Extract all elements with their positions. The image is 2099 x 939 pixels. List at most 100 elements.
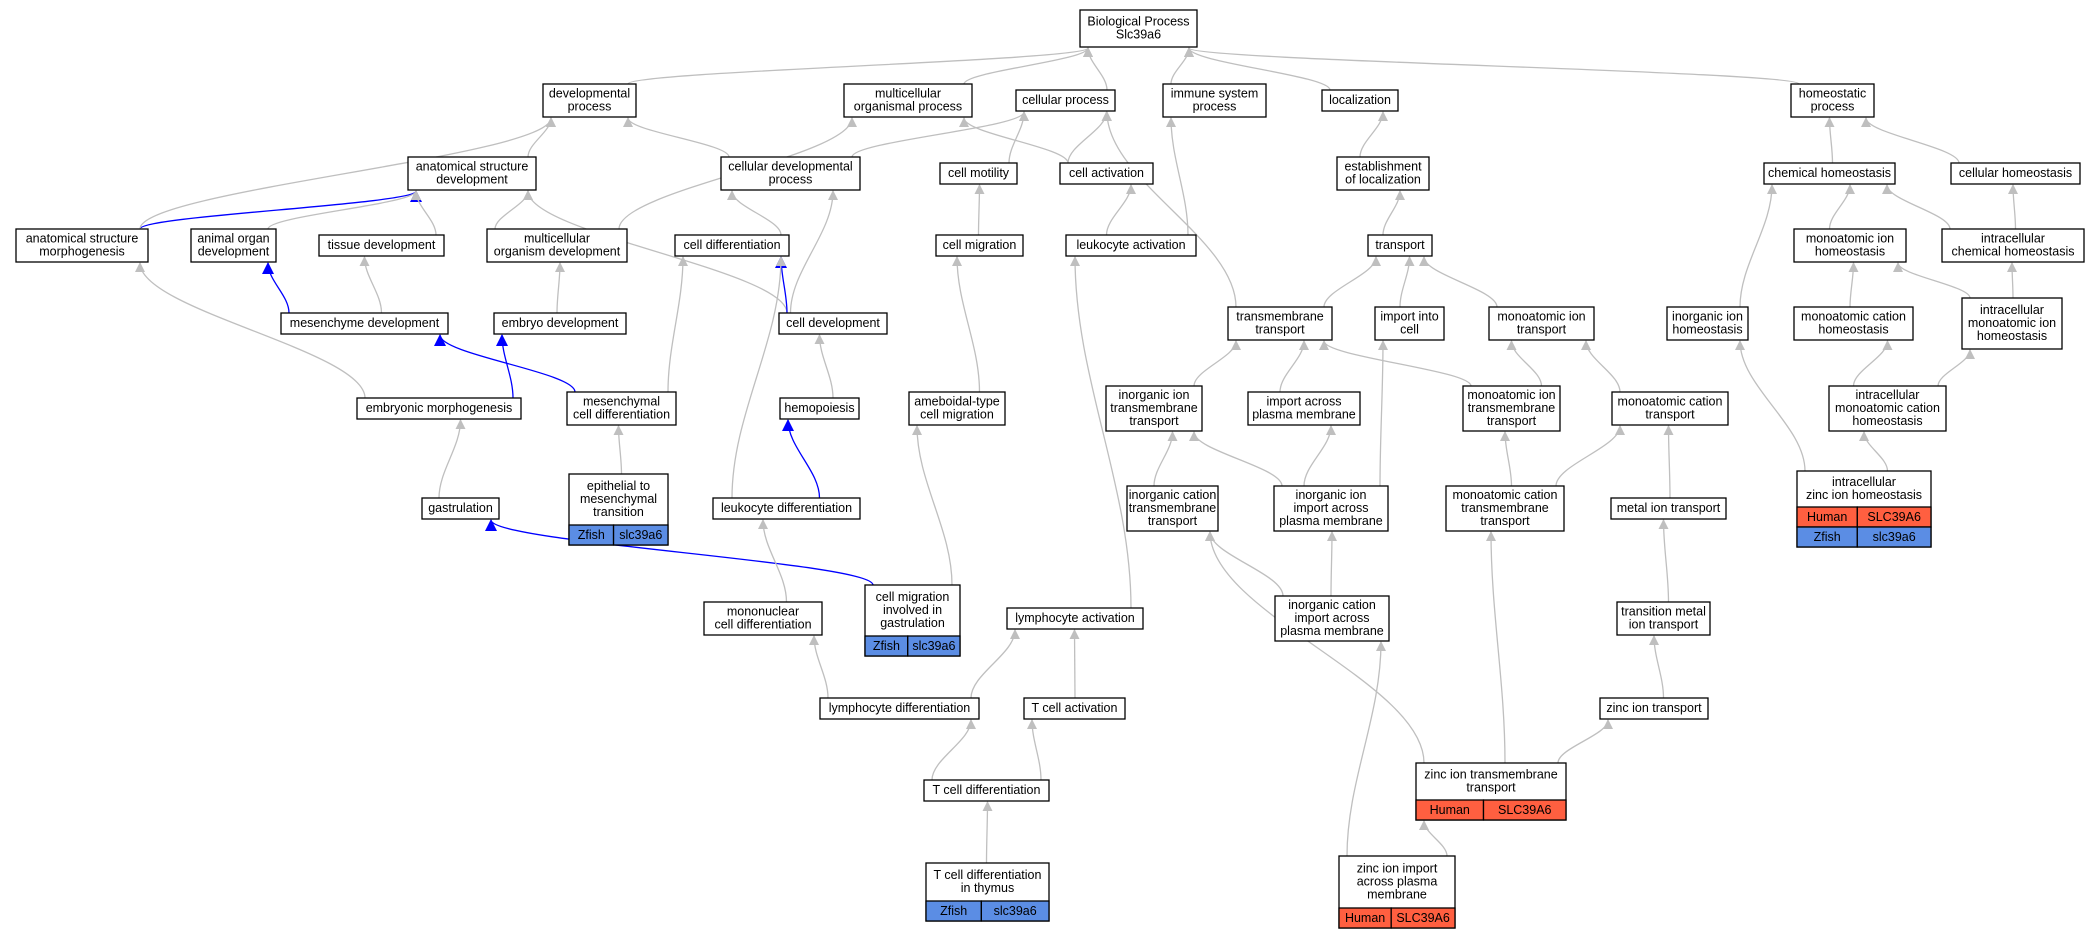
go-term-node[interactable]: transport	[1367, 234, 1433, 257]
go-term-node[interactable]: lymphocyte differentiation	[819, 697, 980, 720]
go-term-node[interactable]: leukocyte differentiation	[712, 497, 861, 520]
node-label-line: monoatomic ion	[1497, 310, 1585, 324]
go-term-node[interactable]: tissue development	[318, 234, 445, 257]
go-term-node[interactable]: zinc ion transport	[1599, 697, 1709, 720]
edge	[1326, 531, 1337, 597]
go-term-node[interactable]: T cell activation	[1023, 697, 1126, 720]
edge	[1067, 111, 1112, 164]
node-box	[1006, 607, 1144, 630]
node-label-line: animal organ	[197, 232, 269, 246]
edge	[1735, 340, 1806, 472]
node-label-line: cell migration	[876, 590, 950, 604]
go-term-node[interactable]: lymphocyte activation	[1006, 607, 1144, 630]
go-term-node[interactable]: cell development	[778, 312, 888, 335]
node-label-line: leukocyte activation	[1076, 238, 1185, 252]
go-term-node[interactable]: chemical homeostasis	[1763, 162, 1896, 185]
node-box	[493, 312, 627, 335]
node-label-line: epithelial to	[587, 479, 650, 493]
go-term-node[interactable]: cellular process	[1015, 89, 1116, 112]
go-term-node[interactable]: cell motility	[939, 162, 1018, 185]
node-box	[1666, 306, 1749, 341]
gene-cell	[907, 635, 961, 657]
edge	[411, 190, 437, 236]
gene-cell	[1856, 526, 1932, 548]
go-term-node[interactable]: embryonic morphogenesis	[356, 397, 522, 420]
go-term-node[interactable]: cell differentiation	[674, 234, 790, 257]
go-term-node[interactable]: cellular homeostasis	[1950, 162, 2081, 185]
node-box	[1162, 83, 1267, 118]
node-label-line: tissue development	[328, 238, 436, 252]
edge	[970, 629, 1020, 699]
go-term-node[interactable]: gastrulation	[421, 497, 500, 520]
node-label-line: multicellular	[524, 232, 590, 246]
go-term-node[interactable]: localization	[1321, 89, 1399, 112]
go-term-node[interactable]: leukocyte activation	[1065, 234, 1197, 257]
node-box	[1273, 485, 1389, 532]
go-term-node[interactable]: hemopoiesis	[779, 397, 860, 420]
node-label-line: across plasma	[1357, 875, 1438, 889]
node-label-line: gastrulation	[428, 501, 493, 515]
node-label-line: T cell differentiation	[933, 783, 1041, 797]
edge	[1500, 431, 1513, 487]
node-label-line: gastrulation	[880, 616, 945, 630]
go-term-node[interactable]: T cell differentiation	[923, 779, 1050, 802]
node-box	[280, 312, 449, 335]
node-label-line: multicellular	[875, 87, 941, 101]
go-term-node[interactable]: mesenchyme development	[280, 312, 449, 335]
node-label-line: zinc ion import	[1357, 862, 1438, 876]
node-label-line: developmental	[549, 87, 630, 101]
go-term-node[interactable]: cell migration	[935, 234, 1024, 257]
go-term-node[interactable]: metal ion transport	[1610, 497, 1727, 520]
node-box	[1023, 697, 1126, 720]
go-term-node[interactable]: embryo development	[493, 312, 627, 335]
go-term-node[interactable]: cell activation	[1059, 162, 1154, 185]
edge-highlighted	[262, 262, 290, 314]
edge	[1663, 425, 1674, 499]
node-label-line: cellular homeostasis	[1959, 166, 2072, 180]
node-label-line: anatomical structure	[416, 160, 529, 174]
edge	[1419, 256, 1498, 308]
node-box	[1611, 391, 1729, 426]
gene-symbol-label: slc39a6	[1873, 530, 1916, 544]
